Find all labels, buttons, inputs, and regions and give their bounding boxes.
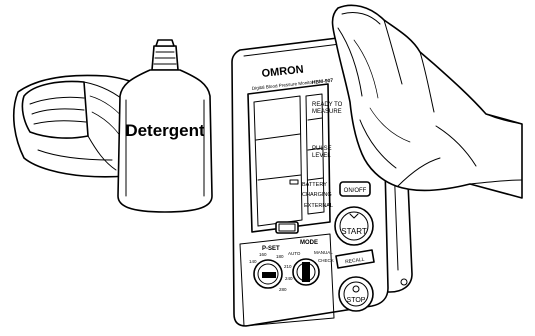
stop-button[interactable]: STOP	[339, 277, 373, 311]
ready-label-1: READY TO	[312, 102, 343, 108]
bottle-label: Detergent	[125, 121, 205, 140]
pset-value-240: 240	[285, 276, 293, 281]
recall-key[interactable]	[276, 222, 298, 233]
start-button[interactable]: START	[335, 207, 373, 245]
mode-check: CHECK	[318, 258, 334, 263]
pressure-set-knob[interactable]	[254, 260, 282, 288]
pulse-label-1: PULSE	[312, 146, 332, 152]
pset-value-180: 180	[276, 254, 284, 259]
battery-label: BATTERY	[302, 182, 327, 188]
mode-manual: MANUAL	[314, 250, 333, 255]
charging-label: CHARGING	[302, 192, 332, 198]
pset-value-210: 210	[284, 264, 292, 269]
pset-value-140: 140	[249, 259, 257, 264]
mode-knob[interactable]	[293, 259, 319, 285]
detergent-bottle: Detergent	[118, 40, 212, 212]
pulse-label-2: LEVEL	[312, 153, 331, 159]
pset-value-160: 160	[259, 252, 267, 257]
external-label: EXTERNAL	[304, 203, 333, 209]
start-label: START	[341, 227, 367, 236]
pset-value-280: 280	[279, 287, 287, 292]
ready-label-2: MEASURE	[312, 109, 342, 115]
stop-label: STOP	[347, 297, 366, 304]
on-off-button[interactable]: ON/OFF	[340, 182, 370, 196]
on-off-label: ON/OFF	[344, 188, 367, 194]
mode-label: MODE	[300, 240, 318, 246]
mode-auto: AUTO	[288, 251, 301, 256]
